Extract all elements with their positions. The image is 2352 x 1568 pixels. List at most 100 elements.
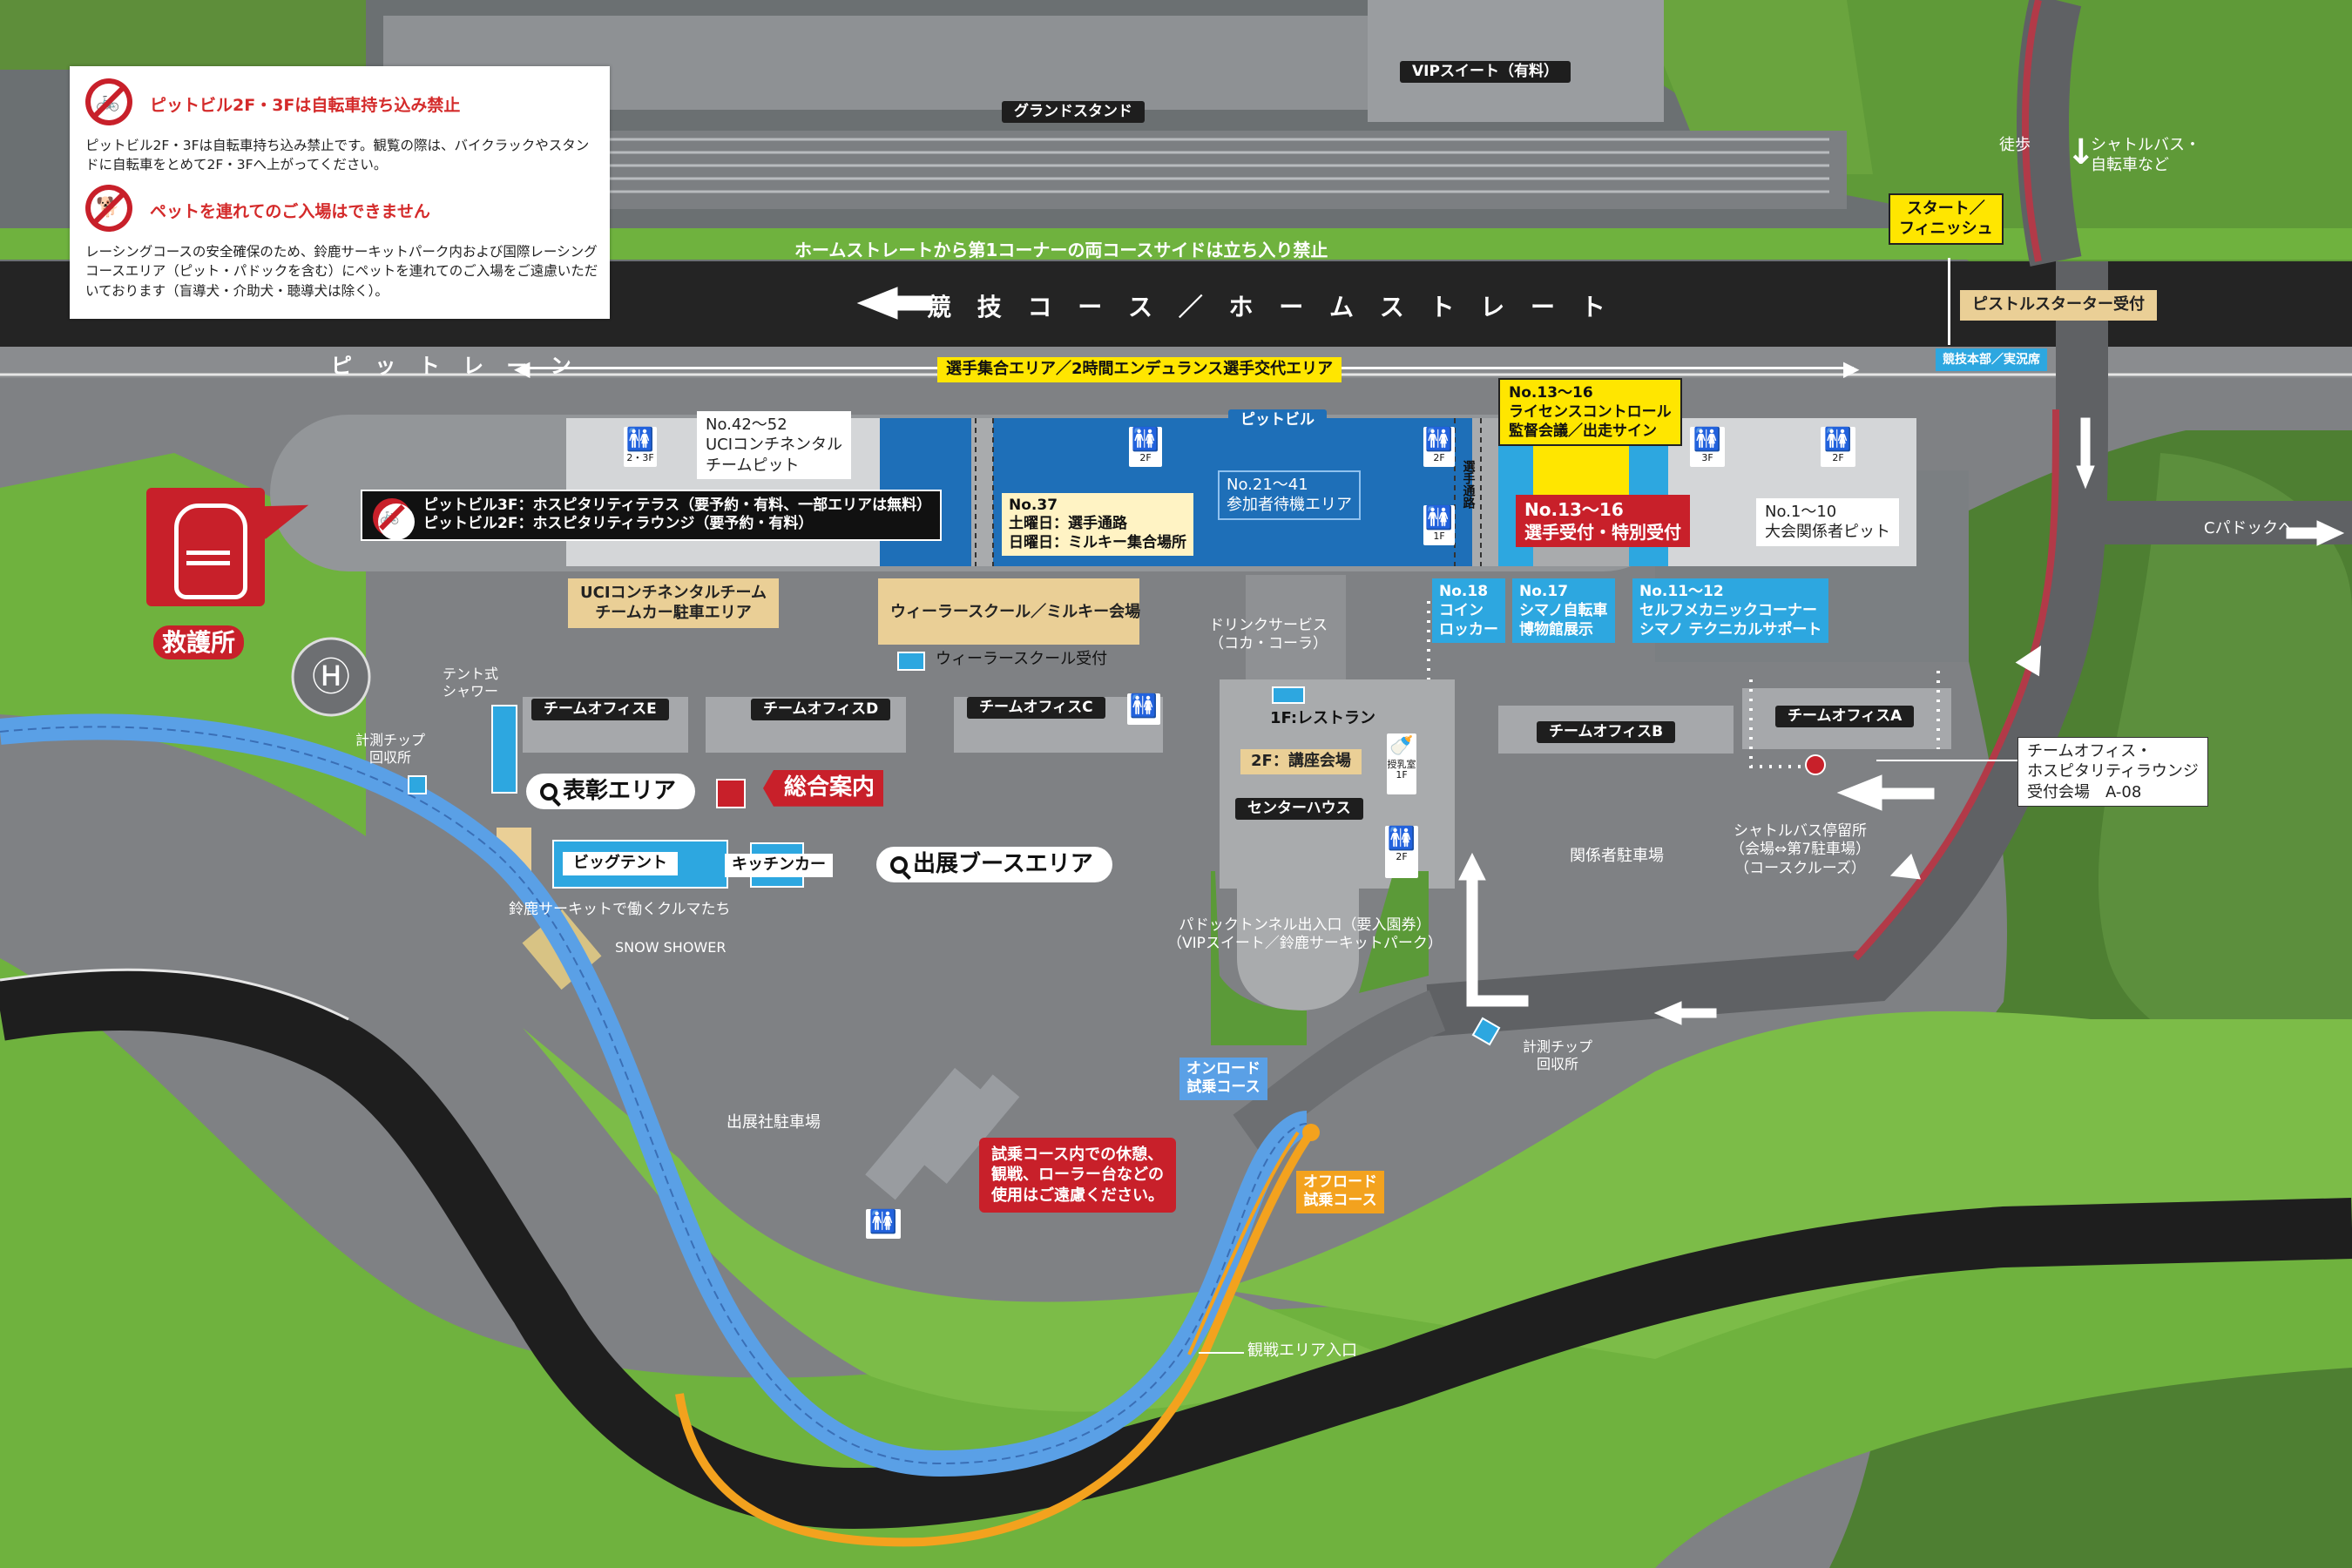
paddock-tunnel-label: パドックトンネル出入口（要入園券） （VIPスイート／鈴鹿サーキットパーク）: [1167, 916, 1443, 953]
timing-chip-marker-1: [408, 775, 427, 794]
suzuka-cars-label: 鈴鹿サーキットで働くクルマたち: [509, 901, 731, 918]
notice-bikes-heading: ピットビル2F・3Fは自転車持ち込み禁止: [150, 96, 461, 115]
floor-label: 1F: [1433, 531, 1445, 542]
uci-pit-label: No.42〜52 UCIコンチネンタル チームピット: [697, 411, 852, 480]
restroom-icon: 🚻: [866, 1209, 901, 1239]
pit-lane-label: ピ ッ ト レ ー ン: [331, 354, 579, 378]
spectator-entry-pointer: [1199, 1352, 1244, 1354]
arrow-left-icon: ◀: [514, 356, 531, 381]
spectator-entry-label: 観戦エリア入口: [1247, 1342, 1357, 1360]
restroom-icon: 🚻: [1127, 693, 1160, 725]
no-bicycle-icon: 🚲: [373, 498, 415, 540]
staff-parking-label: 関係者駐車場: [1570, 847, 1664, 865]
magnifier-icon: [890, 855, 908, 874]
big-tent-label: ビッグテント: [563, 852, 678, 875]
no13-16-meeting-label: No.13〜16 ライセンスコントロール 監督会議／出走サイン: [1498, 378, 1682, 447]
restroom-icon: 🚻2・3F: [624, 427, 657, 467]
team-office-d-label: チームオフィスD: [751, 699, 891, 721]
no-pet-icon: 🐕: [85, 185, 132, 232]
floor-label: 2F: [1396, 851, 1408, 862]
assembly-area-label: 選手集合エリア／2時間エンデュランス選手交代エリア: [937, 357, 1342, 382]
team-office-a-label: チームオフィスA: [1775, 706, 1915, 728]
walk-paths: [1427, 601, 1940, 768]
shuttle-bike-label: シャトルバス・ 自転車など: [2091, 136, 2200, 174]
vip-suite-label: VIPスイート（有料）: [1400, 61, 1571, 84]
notice-pets-heading: ペットを連れてのご入場はできません: [150, 202, 430, 221]
wheeler-reception-marker: [897, 652, 925, 671]
race-track-curve: [0, 968, 2352, 1530]
wheeler-school-label: ウィーラースクール／ミルキー会場: [878, 578, 1140, 645]
wheeler-reception-label: ウィーラースクール受付: [936, 650, 1108, 668]
info-marker: [716, 779, 746, 808]
restroom-icon: 🚻2F: [1821, 427, 1855, 467]
floor-label: 2・3F: [626, 452, 654, 463]
paddock-roads: [1233, 0, 2352, 1151]
drink-service-marker: [1272, 686, 1305, 704]
notice-panel: 🚲 ピットビル2F・3Fは自転車持ち込み禁止 ピットビル2F・3Fは自転車持ち込…: [70, 66, 610, 319]
info-label: 総合案内: [763, 770, 884, 807]
exhibit-area-text: 出展ブースエリア: [913, 851, 1093, 877]
pedestrian-arrow-icon: ↓: [2066, 132, 2096, 172]
no18-label: No.18 コイン ロッカー: [1432, 578, 1505, 644]
team-lounge-label: チームオフィス・ ホスピタリティラウンジ 受付会場 A-08: [2017, 737, 2208, 808]
awards-area-text: 表彰エリア: [563, 778, 677, 804]
floor-label: 2F: [1433, 452, 1445, 463]
start-finish-line: [1948, 258, 1950, 345]
start-finish-label: スタート／ フィニッシュ: [1889, 193, 2004, 245]
offroad-trial-course: [675, 1124, 1320, 1547]
floor-label: 2F: [1832, 452, 1844, 463]
drink-service-label: ドリンクサービス （コカ・コーラ）: [1209, 617, 1328, 653]
athlete-passage-label: 選手通路: [1461, 460, 1476, 509]
pedestrian-label: 徒歩: [1999, 136, 2031, 154]
notice-bikes-text: ピットビル2F・3Fは自転車持ち込み禁止です。観覧の際は、バイクラックやスタンド…: [85, 138, 590, 173]
no21-41-label: No.21〜41 参加者待機エリア: [1218, 470, 1361, 520]
team-office-e-label: チームオフィスE: [531, 699, 669, 721]
shuttle-stop-sign-icon: [1805, 754, 1826, 775]
no11-12-label: No.11〜12 セルフメカニックコーナー シマノ テクニカルサポート: [1632, 578, 1829, 644]
hospitality-label: ピットビル3F：ホスピタリティテラス（要予約・有料、一部エリアは無料） ピットビ…: [361, 490, 943, 541]
snow-shower-label: SNOW SHOWER: [615, 939, 727, 956]
notice-pets-text: レーシングコースの安全確保のため、鈴鹿サーキットパーク内および国際レーシングコー…: [85, 244, 598, 299]
race-hq-label: 競技本部／実況席: [1936, 348, 2047, 372]
restaurant-label: 1F:レストラン: [1270, 709, 1376, 727]
course-name-label: 競 技 コ ー ス ／ ホ ー ム ス ト レ ー ト: [927, 293, 1614, 321]
onroad-trial-label: オンロード 試乗コース: [1179, 1058, 1267, 1100]
team-office-c-label: チームオフィスC: [967, 697, 1105, 720]
uci-parking-label: UCIコンチネンタルチーム チームカー駐車エリア: [568, 578, 779, 628]
trial-warning-label: 試乗コース内での休憩、 観戦、ローラー台などの 使用はご遠慮ください。: [979, 1138, 1176, 1213]
awards-area-label[interactable]: 表彰エリア: [526, 774, 696, 809]
grandstand-label: グランドスタンド: [1002, 101, 1145, 124]
helipad-icon: Ⓗ: [312, 655, 350, 700]
road-arrows: [856, 287, 2345, 1025]
floor-label: 1F: [1396, 769, 1408, 781]
magnifier-icon: [540, 782, 558, 801]
offroad-trial-label: オフロード 試乗コース: [1296, 1171, 1384, 1213]
pistol-starter-label: ピストルスターター受付: [1960, 290, 2157, 321]
no37-label: No.37 土曜日：選手通路 日曜日：ミルキー集合場所: [1002, 493, 1193, 556]
shuttle-stop-label: シャトルバス停留所 （会場⇔第7駐車場） （コースクルーズ）: [1730, 822, 1871, 877]
center-house-label: センターハウス: [1235, 798, 1363, 821]
exhibitor-parking-label: 出展社駐車場: [727, 1113, 821, 1132]
nursing-room-label: 授乳室: [1387, 759, 1416, 770]
no-bicycle-icon: 🚲: [85, 78, 132, 125]
floor-label: 3F: [1701, 452, 1713, 463]
exhibit-area-label[interactable]: 出展ブースエリア: [876, 847, 1112, 882]
arrow-right-icon: ▶: [1843, 356, 1860, 381]
timing-chip-label-1: 計測チップ 回収所: [355, 732, 426, 766]
kitchen-car-label: キッチンカー: [725, 854, 833, 877]
c-paddock-label: Cパドックへ: [2204, 519, 2295, 537]
restroom-icon: 🚻2F: [1385, 826, 1418, 878]
pit-building-label: ピットビル: [1228, 409, 1327, 432]
restroom-icon: 🚻2F: [1129, 427, 1162, 467]
timing-chip-label-2: 計測チップ 回収所: [1523, 1038, 1593, 1072]
first-aid-hand-icon: [146, 488, 265, 606]
lecture-hall-label: 2F：講座会場: [1240, 749, 1362, 774]
no17-label: No.17 シマノ自転車 博物館展示: [1512, 578, 1615, 644]
team-lounge-pointer: [1876, 760, 2017, 761]
tent-shower-label: テント式 シャワー: [443, 666, 499, 700]
no13-16-reception-label: No.13〜16 選手受付・特別受付: [1516, 495, 1690, 547]
team-office-b-label: チームオフィスB: [1537, 721, 1676, 744]
restroom-icon: 🚻2F: [1423, 427, 1455, 467]
